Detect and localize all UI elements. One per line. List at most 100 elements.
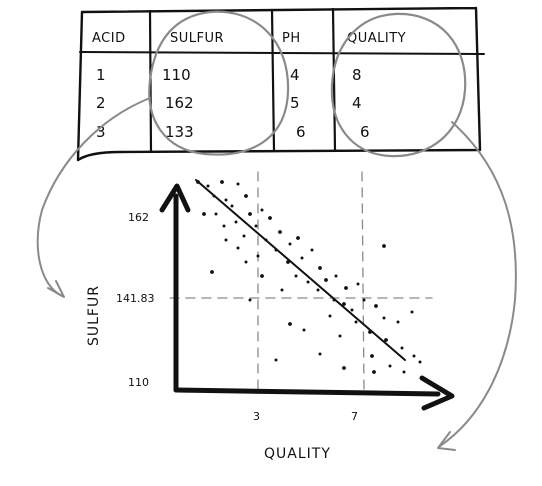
scatter-point bbox=[294, 274, 298, 278]
quality-column-highlight-circle bbox=[330, 12, 467, 158]
y-axis-title: SULFUR bbox=[86, 285, 102, 346]
table-cell-r3-acid: 3 bbox=[96, 123, 106, 141]
scatter-point bbox=[206, 184, 210, 188]
scatter-point bbox=[374, 304, 378, 308]
table-column-divider-2 bbox=[270, 8, 276, 153]
table-border bbox=[76, 6, 482, 162]
scatter-point bbox=[248, 212, 252, 216]
scatter-point bbox=[354, 320, 358, 324]
scatter-point bbox=[288, 242, 292, 246]
scatter-point bbox=[236, 246, 240, 250]
scatter-plot: 162 141.83 110 3 7 QUALITY SULFUR bbox=[86, 171, 455, 462]
scatter-point bbox=[382, 316, 386, 320]
table-header-ph: PH bbox=[282, 31, 301, 46]
table-cell-r2-ph: 5 bbox=[290, 94, 300, 112]
table-cell-r1-acid: 1 bbox=[96, 66, 106, 84]
scatter-point bbox=[328, 314, 332, 318]
scatter-point bbox=[356, 282, 360, 286]
sulfur-arrowhead-icon bbox=[47, 280, 65, 298]
x-tick-label-3: 3 bbox=[253, 410, 260, 423]
table-header-sulfur: SULFUR bbox=[170, 31, 224, 46]
scatter-point bbox=[256, 254, 260, 258]
scatter-point bbox=[242, 234, 246, 238]
scatter-point bbox=[334, 274, 338, 278]
scatter-point bbox=[412, 354, 416, 358]
table-cell-r1-ph: 4 bbox=[290, 66, 300, 84]
trend-line bbox=[195, 179, 406, 361]
scatter-point bbox=[268, 216, 272, 220]
y-tick-label-141: 141.83 bbox=[116, 292, 155, 305]
scatter-point bbox=[222, 224, 226, 228]
scatter-point bbox=[410, 310, 414, 314]
scatter-point bbox=[224, 198, 228, 202]
scatter-point bbox=[210, 270, 214, 274]
scatter-point bbox=[324, 278, 328, 282]
scatter-point bbox=[370, 354, 374, 358]
scatter-point bbox=[260, 274, 264, 278]
scatter-point bbox=[402, 370, 406, 374]
scatter-point bbox=[234, 220, 238, 224]
table-cell-r3-quality: 6 bbox=[360, 123, 370, 141]
x-axis-arrowhead-icon bbox=[419, 375, 455, 411]
scatter-point bbox=[300, 256, 304, 260]
reference-line-x-7 bbox=[361, 171, 365, 393]
scatter-point bbox=[288, 322, 292, 326]
scatter-point bbox=[274, 358, 278, 362]
sulfur-to-yaxis-arrow bbox=[36, 97, 151, 297]
table-cell-r2-quality: 4 bbox=[352, 94, 362, 112]
quality-to-xaxis-arrow bbox=[439, 121, 517, 447]
scatter-point bbox=[254, 224, 258, 228]
x-tick-label-7: 7 bbox=[351, 410, 358, 423]
scatter-point bbox=[244, 194, 248, 198]
scatter-point bbox=[224, 238, 228, 242]
scatter-point bbox=[302, 328, 306, 332]
scatter-point bbox=[418, 360, 422, 364]
x-axis-title: QUALITY bbox=[264, 446, 331, 462]
scatter-point bbox=[396, 320, 400, 324]
scatter-point bbox=[362, 298, 366, 302]
annotations bbox=[36, 10, 517, 451]
scatter-point bbox=[260, 208, 264, 212]
scatter-point bbox=[382, 244, 386, 248]
table-cell-r1-quality: 8 bbox=[352, 66, 362, 84]
scatter-point bbox=[388, 364, 392, 368]
y-tick-label-110: 110 bbox=[128, 376, 149, 389]
sulfur-column-highlight-circle bbox=[148, 10, 290, 156]
table-cell-r3-sulfur: 133 bbox=[165, 123, 194, 141]
scatter-point bbox=[342, 366, 346, 370]
scatter-point bbox=[338, 334, 342, 338]
scatter-point bbox=[214, 212, 218, 216]
scatter-point bbox=[318, 266, 322, 270]
scatter-point bbox=[344, 286, 348, 290]
scatter-point bbox=[202, 212, 206, 216]
scatter-point bbox=[296, 236, 300, 240]
scatter-point bbox=[244, 260, 248, 264]
table-cell-r3-ph: 6 bbox=[296, 123, 306, 141]
scatter-point bbox=[372, 370, 376, 374]
scatter-point bbox=[342, 302, 346, 306]
scatter-point bbox=[220, 180, 224, 184]
scatter-point bbox=[280, 288, 284, 292]
scatter-point bbox=[278, 230, 282, 234]
scatter-point bbox=[400, 346, 404, 350]
scatter-point bbox=[230, 204, 234, 208]
scatter-point bbox=[318, 352, 322, 356]
scatter-point bbox=[316, 288, 320, 292]
scatter-point bbox=[236, 182, 240, 186]
quality-arrowhead-icon bbox=[437, 431, 456, 451]
y-tick-label-162: 162 bbox=[128, 211, 149, 224]
scatter-point bbox=[306, 280, 310, 284]
data-table: ACID SULFUR PH QUALITY 1 110 4 8 2 162 5… bbox=[76, 6, 485, 162]
table-column-divider-3 bbox=[331, 7, 337, 152]
y-axis-arrowhead-icon bbox=[159, 183, 191, 213]
table-header-acid: ACID bbox=[92, 31, 126, 46]
table-cell-r2-acid: 2 bbox=[96, 94, 106, 112]
table-cell-r1-sulfur: 110 bbox=[162, 66, 191, 84]
x-axis-line bbox=[173, 387, 441, 397]
scatter-point bbox=[248, 298, 252, 302]
scatter-point bbox=[350, 308, 354, 312]
table-header-quality: QUALITY bbox=[347, 31, 406, 46]
table-cell-r2-sulfur: 162 bbox=[165, 94, 194, 112]
scatter-point bbox=[310, 248, 314, 252]
